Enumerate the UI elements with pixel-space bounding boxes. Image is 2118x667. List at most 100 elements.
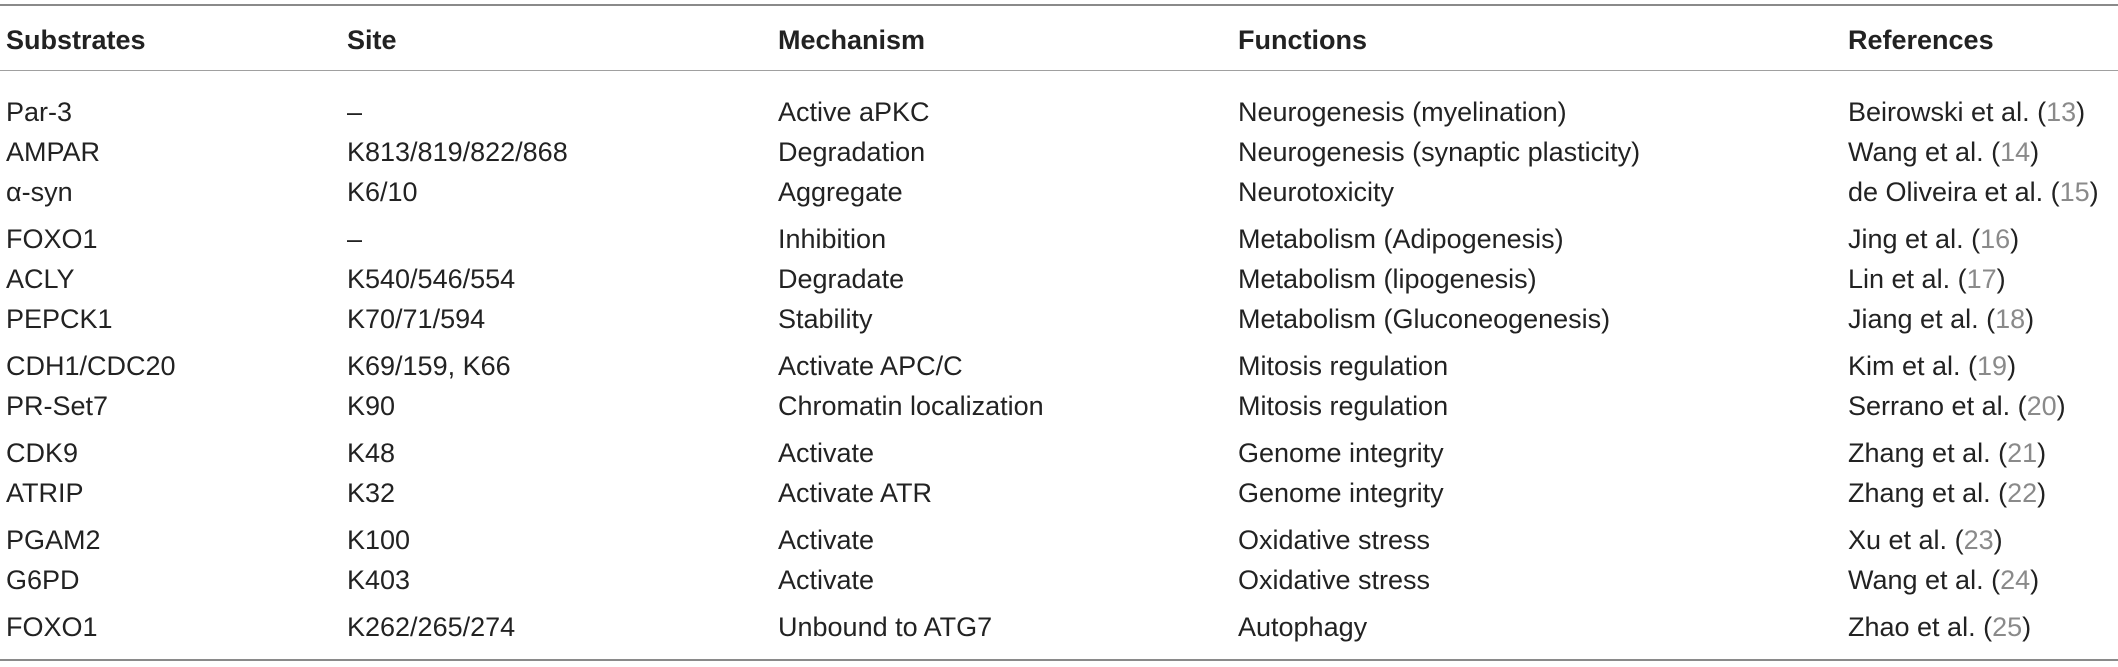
reference-link[interactable]: 25: [1992, 612, 2023, 642]
substrate-cell: PGAM2: [6, 525, 101, 555]
reference-author: Wang et al. (: [1848, 137, 2001, 167]
table-bottom-rule: [0, 659, 2118, 661]
reference-cell: Zhang et al. (21): [1848, 433, 2046, 473]
reference-cell: Beirowski et al. (13): [1848, 92, 2085, 132]
table-row: AMPAR K813/819/822/868 Degradation Neuro…: [0, 132, 2118, 172]
site-cell: –: [347, 224, 363, 254]
reference-author: Jing et al. (: [1848, 224, 1981, 254]
site-cell: K69/159, K66: [347, 351, 511, 381]
substrate-cell: PR-Set7: [6, 391, 109, 421]
reference-author: Kim et al. (: [1848, 351, 1978, 381]
function-cell: Metabolism (Adipogenesis): [1238, 224, 1564, 254]
reference-author: Zhang et al. (: [1848, 438, 2008, 468]
reference-link[interactable]: 14: [2000, 137, 2031, 167]
function-cell: Genome integrity: [1238, 478, 1444, 508]
reference-author: Zhao et al. (: [1848, 612, 1993, 642]
function-cell: Metabolism (lipogenesis): [1238, 264, 1537, 294]
mechanism-cell: Active aPKC: [778, 97, 930, 127]
function-cell: Neurogenesis (myelination): [1238, 97, 1567, 127]
reference-author: Jiang et al. (: [1848, 304, 1996, 334]
reference-cell: Lin et al. (17): [1848, 259, 2006, 299]
substrate-cell: CDH1/CDC20: [6, 351, 176, 381]
mechanism-cell: Degradation: [778, 137, 926, 167]
reference-author: Serrano et al. (: [1848, 391, 2027, 421]
function-cell: Oxidative stress: [1238, 565, 1431, 595]
mechanism-cell: Activate: [778, 438, 875, 468]
site-cell: K540/546/554: [347, 264, 516, 294]
header-substrates: Substrates: [6, 25, 146, 55]
reference-link[interactable]: 21: [2007, 438, 2038, 468]
function-cell: Mitosis regulation: [1238, 391, 1449, 421]
reference-link[interactable]: 17: [1966, 264, 1997, 294]
function-cell: Metabolism (Gluconeogenesis): [1238, 304, 1611, 334]
mechanism-cell: Activate: [778, 565, 875, 595]
mechanism-cell: Activate ATR: [778, 478, 933, 508]
reference-link[interactable]: 23: [1963, 525, 1994, 555]
mechanism-cell: Unbound to ATG7: [778, 612, 993, 642]
reference-close: ): [1996, 264, 2006, 294]
site-cell: K70/71/594: [347, 304, 486, 334]
table-row: CDK9 K48 Activate Genome integrity Zhang…: [0, 433, 2118, 473]
reference-link[interactable]: 24: [2000, 565, 2031, 595]
site-cell: K403: [347, 565, 411, 595]
reference-close: ): [2089, 177, 2099, 207]
reference-cell: Jiang et al. (18): [1848, 299, 2034, 339]
substrate-cell: FOXO1: [6, 224, 98, 254]
reference-link[interactable]: 18: [1995, 304, 2026, 334]
reference-cell: Wang et al. (14): [1848, 132, 2039, 172]
substrate-cell: ACLY: [6, 264, 75, 294]
reference-close: ): [2007, 351, 2017, 381]
reference-cell: Serrano et al. (20): [1848, 386, 2066, 426]
reference-author: Xu et al. (: [1848, 525, 1964, 555]
substrate-cell: ATRIP: [6, 478, 84, 508]
function-cell: Autophagy: [1238, 612, 1368, 642]
reference-link[interactable]: 20: [2026, 391, 2057, 421]
table-row: ACLY K540/546/554 Degradate Metabolism (…: [0, 259, 2118, 299]
reference-close: ): [2076, 97, 2086, 127]
reference-link[interactable]: 13: [2046, 97, 2077, 127]
table-row: Par-3 – Active aPKC Neurogenesis (myelin…: [0, 92, 2118, 132]
reference-close: ): [2030, 137, 2040, 167]
table-header-row: Substrates Site Mechanism Functions Refe…: [0, 20, 2118, 60]
mechanism-cell: Inhibition: [778, 224, 887, 254]
site-cell: K262/265/274: [347, 612, 516, 642]
function-cell: Neurogenesis (synaptic plasticity): [1238, 137, 1641, 167]
table-row: PGAM2 K100 Activate Oxidative stress Xu …: [0, 520, 2118, 560]
table-row: CDH1/CDC20 K69/159, K66 Activate APC/C M…: [0, 346, 2118, 386]
mechanism-cell: Degradate: [778, 264, 905, 294]
reference-cell: Zhang et al. (22): [1848, 473, 2046, 513]
reference-link[interactable]: 16: [1980, 224, 2011, 254]
mechanism-cell: Activate APC/C: [778, 351, 963, 381]
reference-close: ): [1993, 525, 2003, 555]
table-row: PEPCK1 K70/71/594 Stability Metabolism (…: [0, 299, 2118, 339]
mechanism-cell: Activate: [778, 525, 875, 555]
reference-close: ): [2056, 391, 2066, 421]
reference-cell: de Oliveira et al. (15): [1848, 172, 2099, 212]
reference-link[interactable]: 22: [2007, 478, 2038, 508]
substrate-cell: Par-3: [6, 97, 73, 127]
site-cell: K90: [347, 391, 396, 421]
reference-author: de Oliveira et al. (: [1848, 177, 2060, 207]
header-site: Site: [347, 25, 397, 55]
reference-link[interactable]: 15: [2059, 177, 2090, 207]
reference-cell: Kim et al. (19): [1848, 346, 2016, 386]
table-row: ATRIP K32 Activate ATR Genome integrity …: [0, 473, 2118, 513]
reference-close: ): [2030, 565, 2040, 595]
reference-cell: Wang et al. (24): [1848, 560, 2039, 600]
mechanism-cell: Stability: [778, 304, 873, 334]
reference-author: Lin et al. (: [1848, 264, 1967, 294]
substrate-cell: PEPCK1: [6, 304, 113, 334]
reference-close: ): [2037, 478, 2047, 508]
reference-link[interactable]: 19: [1977, 351, 2008, 381]
table-top-rule: [0, 4, 2118, 6]
substrate-cell: AMPAR: [6, 137, 101, 167]
header-references: References: [1848, 25, 1994, 55]
function-cell: Mitosis regulation: [1238, 351, 1449, 381]
reference-close: ): [2022, 612, 2032, 642]
substrate-cell: CDK9: [6, 438, 79, 468]
site-cell: –: [347, 97, 363, 127]
header-functions: Functions: [1238, 25, 1367, 55]
reference-author: Wang et al. (: [1848, 565, 2001, 595]
reference-author: Zhang et al. (: [1848, 478, 2008, 508]
substrate-cell: G6PD: [6, 565, 80, 595]
